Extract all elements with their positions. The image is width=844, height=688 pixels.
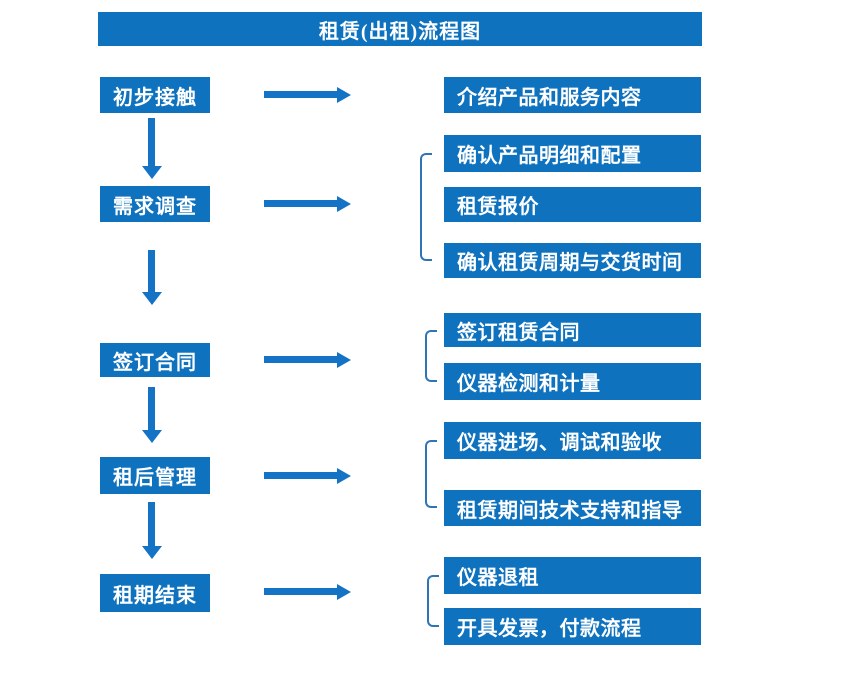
- arrow-head-icon: [142, 546, 162, 559]
- substep-instrument-setup: 仪器进场、调试和验收: [444, 422, 701, 459]
- substep-confirm-product-details: 确认产品明细和配置: [444, 135, 701, 172]
- right-arrow-2: [264, 196, 351, 212]
- arrow-shaft: [148, 250, 155, 292]
- substep-introduce-products: 介绍产品和服务内容: [444, 77, 701, 113]
- bracket-group-post-rental: [425, 440, 437, 508]
- arrow-head-icon: [337, 87, 351, 103]
- arrow-head-icon: [337, 196, 351, 212]
- bracket-group-sign-contract: [425, 330, 437, 382]
- substep-instrument-testing: 仪器检测和计量: [444, 363, 701, 400]
- down-arrow-2: [142, 250, 162, 305]
- substep-technical-support: 租赁期间技术支持和指导: [444, 490, 701, 526]
- substep-instrument-return: 仪器退租: [444, 557, 701, 594]
- bracket-group-demand-survey: [420, 153, 432, 261]
- arrow-shaft: [264, 200, 338, 207]
- arrow-shaft: [148, 502, 155, 546]
- arrow-head-icon: [142, 430, 162, 443]
- process-step-initial-contact: 初步接触: [100, 77, 210, 113]
- substep-sign-rental-contract: 签订租赁合同: [444, 313, 701, 347]
- arrow-shaft: [148, 118, 155, 166]
- arrow-head-icon: [337, 352, 351, 368]
- page-title: 租赁(出租)流程图: [98, 12, 702, 46]
- arrow-head-icon: [142, 292, 162, 305]
- down-arrow-3: [142, 387, 162, 443]
- bracket-group-rental-end: [427, 575, 439, 627]
- arrow-shaft: [148, 387, 155, 430]
- substep-invoice-payment: 开具发票，付款流程: [444, 608, 701, 645]
- arrow-head-icon: [337, 584, 351, 600]
- process-step-rental-end: 租期结束: [100, 574, 210, 612]
- down-arrow-1: [142, 118, 162, 179]
- arrow-shaft: [264, 472, 338, 479]
- arrow-head-icon: [337, 468, 351, 484]
- process-step-sign-contract: 签订合同: [100, 343, 210, 377]
- arrow-head-icon: [142, 166, 162, 179]
- right-arrow-4: [264, 468, 351, 484]
- arrow-shaft: [264, 356, 338, 363]
- right-arrow-5: [264, 584, 351, 600]
- right-arrow-1: [264, 87, 351, 103]
- arrow-shaft: [264, 588, 338, 595]
- arrow-shaft: [264, 91, 338, 98]
- process-step-demand-survey: 需求调查: [100, 186, 210, 222]
- substep-confirm-rental-period: 确认租赁周期与交货时间: [444, 243, 701, 278]
- substep-rental-quotation: 租赁报价: [444, 187, 701, 222]
- down-arrow-4: [142, 502, 162, 559]
- right-arrow-3: [264, 352, 351, 368]
- process-step-post-rental: 租后管理: [100, 457, 210, 494]
